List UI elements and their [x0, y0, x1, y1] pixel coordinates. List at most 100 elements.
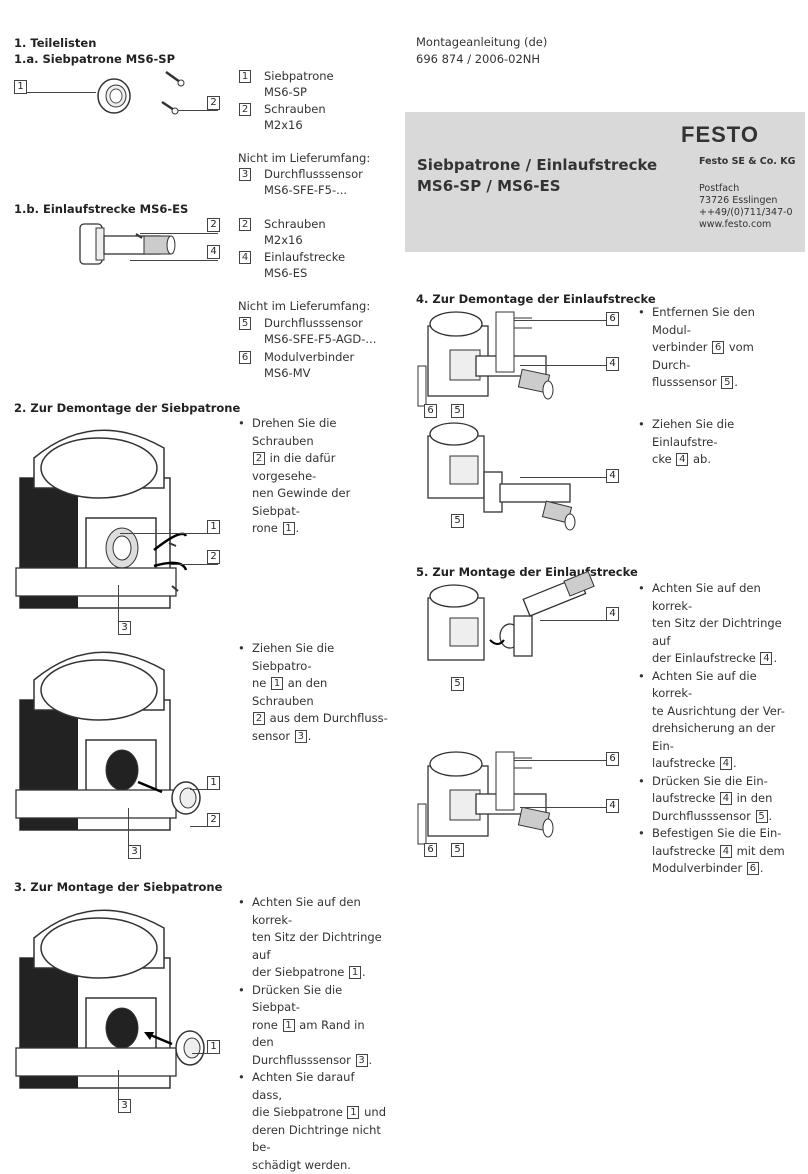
- callout-1: 1: [207, 1040, 220, 1054]
- leader-line: [514, 320, 606, 321]
- filter-cartridge-icon: [97, 78, 131, 114]
- instruction-text: Drücken Sie die Siebpat-rone 1 am Rand i…: [238, 982, 388, 1070]
- callout-3: 3: [118, 621, 131, 635]
- phone: ++49/(0)711/347-0: [699, 207, 793, 218]
- instruction-text: Achten Sie auf den korrek-ten Sitz der D…: [638, 580, 798, 668]
- company-name: Festo SE & Co. KG: [699, 156, 796, 167]
- legend-num: 3: [239, 168, 251, 181]
- sensor-with-inlet-illustration: [417, 311, 554, 407]
- flow-sensor-illustration: [15, 909, 205, 1089]
- instruction-text: Ziehen Sie die Siebpatro-ne 1 an den Sch…: [238, 640, 388, 745]
- callout-2: 2: [207, 550, 220, 564]
- instruction-text: Befestigen Sie die Ein-laufstrecke 4 mit…: [638, 825, 798, 878]
- website: www.festo.com: [699, 219, 772, 230]
- section2-heading: 2. Zur Demontage der Siebpatrone: [14, 401, 241, 415]
- instruction-text: Achten Sie darauf dass,die Siebpatrone 1…: [238, 1069, 388, 1174]
- leader-line: [520, 365, 606, 366]
- callout-1: 1: [207, 776, 220, 790]
- legend-num: 5: [239, 317, 251, 330]
- leader-line: [140, 233, 218, 234]
- legend-num: 2: [239, 103, 251, 116]
- leader-line: [192, 1053, 218, 1054]
- title-line1: Siebpatrone / Einlaufstrecke: [417, 156, 658, 174]
- leader-line: [514, 760, 606, 761]
- not-included-label: Nicht im Lieferumfang:: [238, 299, 371, 313]
- not-included-label: Nicht im Lieferumfang:: [238, 151, 371, 165]
- leader-line: [120, 533, 218, 534]
- sensor-with-inlet-illustration: [427, 422, 576, 531]
- leader-line: [118, 585, 119, 625]
- callout-5: 5: [451, 404, 464, 418]
- title-box: Siebpatrone / Einlaufstrecke MS6-SP / MS…: [405, 112, 805, 252]
- callout-4: 4: [207, 245, 220, 259]
- address-line1: Postfach: [699, 183, 740, 194]
- section5-steps: Achten Sie auf den korrek-ten Sitz der D…: [638, 580, 798, 878]
- callout-6: 6: [606, 752, 619, 766]
- leader-line: [178, 110, 218, 111]
- callout-6: 6: [424, 404, 437, 418]
- leader-line: [540, 620, 606, 621]
- callout-4: 4: [606, 357, 619, 371]
- legend-num: 6: [239, 351, 251, 364]
- section1b-heading: 1.b. Einlaufstrecke MS6-ES: [14, 202, 189, 216]
- legend-num: 2: [239, 218, 251, 231]
- callout-4: 4: [606, 469, 619, 483]
- instruction-text: Entfernen Sie den Modul-verbinder 6 vom …: [638, 304, 788, 392]
- section3-steps: Achten Sie auf den korrek-ten Sitz der D…: [238, 894, 388, 1174]
- callout-1: 1: [14, 80, 27, 94]
- instruction-text: Achten Sie auf den korrek-ten Sitz der D…: [238, 894, 388, 982]
- flow-sensor-illustration: [15, 429, 188, 609]
- leader-line: [118, 1070, 119, 1100]
- leader-line: [128, 808, 129, 848]
- callout-3: 3: [128, 845, 141, 859]
- instruction-text: Drücken Sie die Ein-laufstrecke 4 in den…: [638, 773, 798, 826]
- festo-logo: FESTO: [681, 122, 759, 147]
- leader-line: [520, 477, 606, 478]
- section4-steps: Entfernen Sie den Modul-verbinder 6 vom …: [638, 304, 788, 392]
- section1-heading: 1. Teilelisten: [14, 36, 97, 50]
- callout-6: 6: [606, 312, 619, 326]
- callout-5: 5: [451, 514, 464, 528]
- doc-number: 696 874 / 2006-02NH: [416, 52, 541, 66]
- title-line2: MS6-SP / MS6-ES: [417, 177, 561, 195]
- callout-5: 5: [451, 843, 464, 857]
- leader-line: [520, 807, 606, 808]
- flow-sensor-illustration: [15, 651, 201, 831]
- sensor-with-inlet-illustration: [417, 751, 554, 845]
- legend-num: 1: [239, 70, 251, 83]
- section4-heading: 4. Zur Demontage der Einlaufstrecke: [416, 292, 656, 306]
- callout-2: 2: [207, 218, 220, 232]
- section4-step2: Ziehen Sie die Einlaufstre-cke 4 ab.: [638, 416, 788, 469]
- callout-2: 2: [207, 96, 220, 110]
- section1a-heading: 1.a. Siebpatrone MS6-SP: [14, 52, 176, 66]
- doc-type: Montageanleitung (de): [416, 35, 548, 49]
- legend-num: 4: [239, 251, 251, 264]
- leader-line: [190, 826, 218, 827]
- leader-line: [26, 92, 96, 93]
- inlet-pipe-icon: [79, 223, 176, 265]
- section3-heading: 3. Zur Montage der Siebpatrone: [14, 880, 223, 894]
- callout-2: 2: [207, 813, 220, 827]
- callout-4: 4: [606, 607, 619, 621]
- callout-4: 4: [606, 799, 619, 813]
- leader-line: [130, 260, 218, 261]
- section2-step2: Ziehen Sie die Siebpatro-ne 1 an den Sch…: [238, 640, 388, 745]
- address-line2: 73726 Esslingen: [699, 195, 778, 206]
- screws-icon: [161, 70, 185, 115]
- instruction-text: Ziehen Sie die Einlaufstre-cke 4 ab.: [638, 416, 788, 469]
- leader-line: [190, 789, 218, 790]
- sensor-with-inlet-illustration: [427, 570, 595, 661]
- callout-5: 5: [451, 677, 464, 691]
- leader-line: [170, 564, 218, 565]
- instruction-text: Achten Sie auf die korrek-te Ausrichtung…: [638, 668, 798, 773]
- address: Postfach 73726 Esslingen ++49/(0)711/347…: [699, 183, 793, 231]
